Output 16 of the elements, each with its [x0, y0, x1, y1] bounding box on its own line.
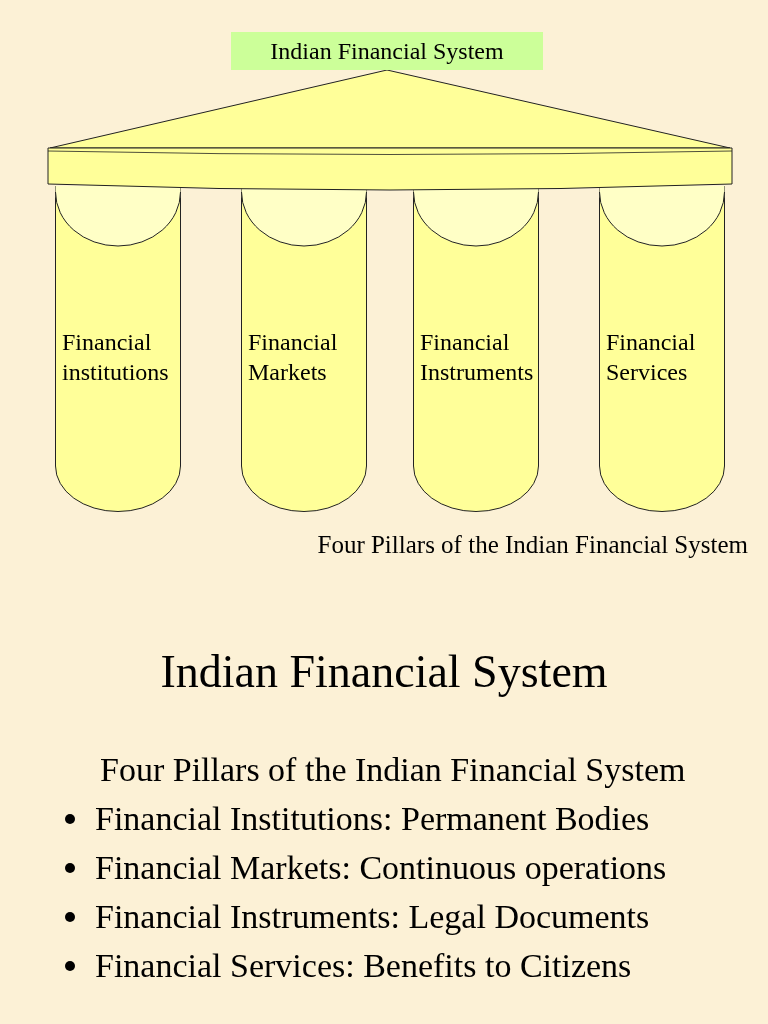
pillar [55, 186, 181, 512]
pillar-label: Financial institutions [62, 328, 170, 387]
bullet-text: Financial Instruments: Legal Documents [95, 897, 650, 937]
slide-title: Indian Financial System [160, 645, 608, 699]
title-banner: Indian Financial System [231, 32, 543, 70]
pillar [241, 186, 367, 512]
figure-caption: Four Pillars of the Indian Financial System [317, 530, 748, 560]
bullet-text: Financial Services: Benefits to Citizens [95, 946, 632, 986]
bullet-text: Financial Markets: Continuous operations [95, 848, 667, 888]
bullet-text: Financial Institutions: Permanent Bodies [95, 799, 650, 839]
pillar [599, 186, 725, 512]
pillar-label: Financial Markets [248, 328, 339, 387]
pillar-label: Financial Services [606, 328, 697, 387]
pillar [413, 186, 539, 512]
subheading: Four Pillars of the Indian Financial System [100, 750, 686, 790]
pillar-label: Financial Instruments [420, 328, 535, 387]
